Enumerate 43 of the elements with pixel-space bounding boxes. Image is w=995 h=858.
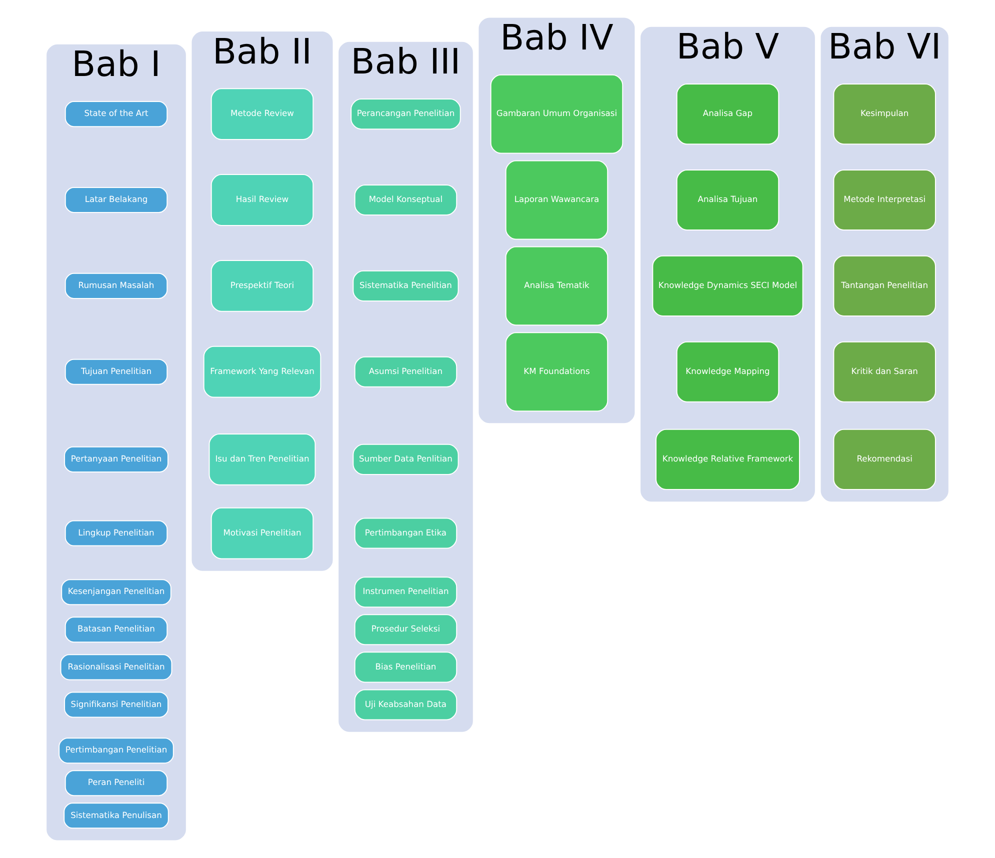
node-box: Instrumen Penelitian: [354, 576, 458, 608]
node-box: Asumsi Penelitian: [354, 356, 458, 388]
node-box: KM Foundations: [505, 332, 608, 412]
node-box: Tujuan Penelitian: [64, 358, 168, 385]
node-box: Sistematika Penelitian: [352, 270, 459, 302]
node-box: Kesenjangan Penelitian: [61, 579, 172, 606]
node-box: Uji Keabsahan Data: [354, 689, 458, 720]
node-box: Prespektif Teori: [210, 260, 314, 312]
node-box: Model Konseptual: [354, 184, 458, 216]
node-box: Analisa Tujuan: [676, 169, 780, 231]
node-box: Gambaran Umum Organisasi: [490, 74, 624, 154]
node-box: Knowledge Mapping: [676, 341, 780, 402]
node-box: Framework Yang Relevan: [203, 346, 322, 398]
node-box: Rumusan Masalah: [64, 272, 168, 299]
node-box: Kesimpulan: [833, 84, 936, 145]
node-box: Peran Peneliti: [64, 770, 168, 796]
node-box: Laporan Wawancara: [505, 160, 608, 240]
node-box: Motivasi Penelitian: [210, 507, 314, 560]
node-box: Pertanyaan Penelitian: [64, 446, 168, 472]
node-box: Pertimbangan Etika: [354, 518, 458, 549]
node-box: Rekomendasi: [833, 428, 936, 490]
node-box: State of the Art: [64, 101, 168, 128]
node-box: Kritik dan Saran: [833, 341, 936, 402]
node-box: Rasionalisasi Penelitian: [60, 654, 172, 680]
node-box: Bias Penelitian: [354, 652, 458, 683]
node-box: Metode Interpretasi: [833, 169, 936, 231]
node-box: Prosedur Seleksi: [354, 614, 458, 646]
node-box: Latar Belakang: [64, 187, 168, 214]
node-box: Isu dan Tren Penelitian: [208, 434, 316, 486]
node-box: Sumber Data Penlitian: [352, 444, 459, 475]
node-box: Batasan Penelitian: [64, 616, 168, 643]
node-box: Tantangan Penelitian: [833, 255, 936, 316]
node-box: Signifikansi Penelitian: [64, 692, 168, 718]
node-box: Sistematika Penulisan: [64, 802, 169, 829]
node-box: Hasil Review: [210, 174, 314, 226]
node-box: Pertimbangan Penelitian: [58, 738, 174, 764]
node-box: Perancangan Penelitian: [350, 98, 461, 130]
node-box: Knowledge Relative Framework: [656, 428, 800, 490]
node-box: Analisa Tematik: [505, 246, 608, 326]
node-box: Metode Review: [210, 88, 314, 140]
node-box: Knowledge Dynamics SECI Model: [652, 255, 804, 316]
node-box: Analisa Gap: [676, 84, 780, 145]
node-box: Lingkup Penelitian: [64, 520, 168, 546]
